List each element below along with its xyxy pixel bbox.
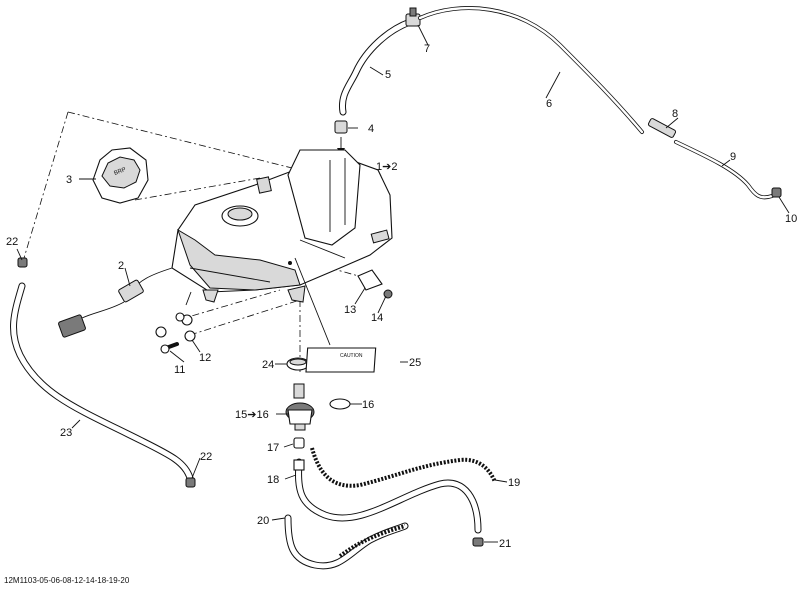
callout-5: 5 — [385, 69, 391, 81]
clamp-10 — [771, 187, 782, 198]
callout-10: 10 — [785, 213, 797, 225]
spiral-sleeve-19 — [310, 447, 497, 488]
callout-9: 9 — [730, 151, 736, 163]
callout-2: 2 — [118, 260, 124, 272]
bracket-13 — [357, 269, 383, 291]
callout-4: 4 — [368, 123, 374, 135]
callout-7: 7 — [424, 43, 430, 55]
vent-hose-9 — [674, 140, 774, 200]
fitting-17 — [293, 437, 305, 449]
callout-1: 1➔2 — [376, 161, 397, 173]
hardware-11-12 — [155, 312, 196, 354]
clamp-22-upper — [17, 257, 28, 268]
callout-11: 11 — [174, 364, 185, 376]
callout-23: 23 — [60, 427, 72, 439]
callout-8: 8 — [672, 108, 678, 120]
fuel-pump-16 — [285, 383, 315, 431]
callout-25: 25 — [409, 357, 421, 369]
callout-22-upper: 22 — [6, 236, 18, 248]
vent-hose-5 — [338, 18, 414, 116]
fuel-hose-18 — [293, 458, 482, 534]
caution-decal-25: CAUTION — [305, 347, 377, 373]
assembly-lines — [23, 111, 381, 372]
callout-14: 14 — [371, 312, 383, 324]
vent-hose-6 — [418, 6, 644, 134]
callout-leaders — [16, 24, 790, 543]
callout-labels: 1➔2 2 3 4 5 6 7 8 9 10 11 12 13 14 15➔16… — [6, 43, 797, 550]
hose-23 — [10, 282, 194, 482]
clamp-24 — [286, 357, 310, 371]
vent-filter-8 — [647, 118, 677, 138]
callout-19: 19 — [508, 477, 520, 489]
callout-20: 20 — [257, 515, 269, 527]
fuel-tank-1 — [171, 149, 393, 303]
callout-3: 3 — [66, 174, 72, 186]
svg-text:BRP: BRP — [113, 167, 127, 177]
callout-13: 13 — [344, 304, 356, 316]
fuel-hose-20 — [284, 514, 409, 570]
callout-12: 12 — [199, 352, 211, 364]
callout-16: 16 — [362, 399, 374, 411]
check-valve-7 — [405, 7, 421, 27]
callout-22-lower: 22 — [200, 451, 212, 463]
filler-cap-3: BRP — [92, 147, 149, 204]
callout-6: 6 — [546, 98, 552, 110]
reference-code: 12M1103-05-06-08-12-14-18-19-20 — [4, 576, 130, 585]
fuel-level-harness-2 — [58, 267, 173, 338]
decal-text: CAUTION — [340, 353, 363, 359]
callout-24: 24 — [262, 359, 274, 371]
callout-18: 18 — [267, 474, 279, 486]
gasket-16 — [329, 398, 351, 410]
callout-17: 17 — [267, 442, 279, 454]
callout-15: 15➔16 — [235, 409, 269, 421]
clamp-22-lower — [185, 477, 196, 488]
callout-21: 21 — [499, 538, 511, 550]
clamp-21 — [472, 537, 484, 547]
